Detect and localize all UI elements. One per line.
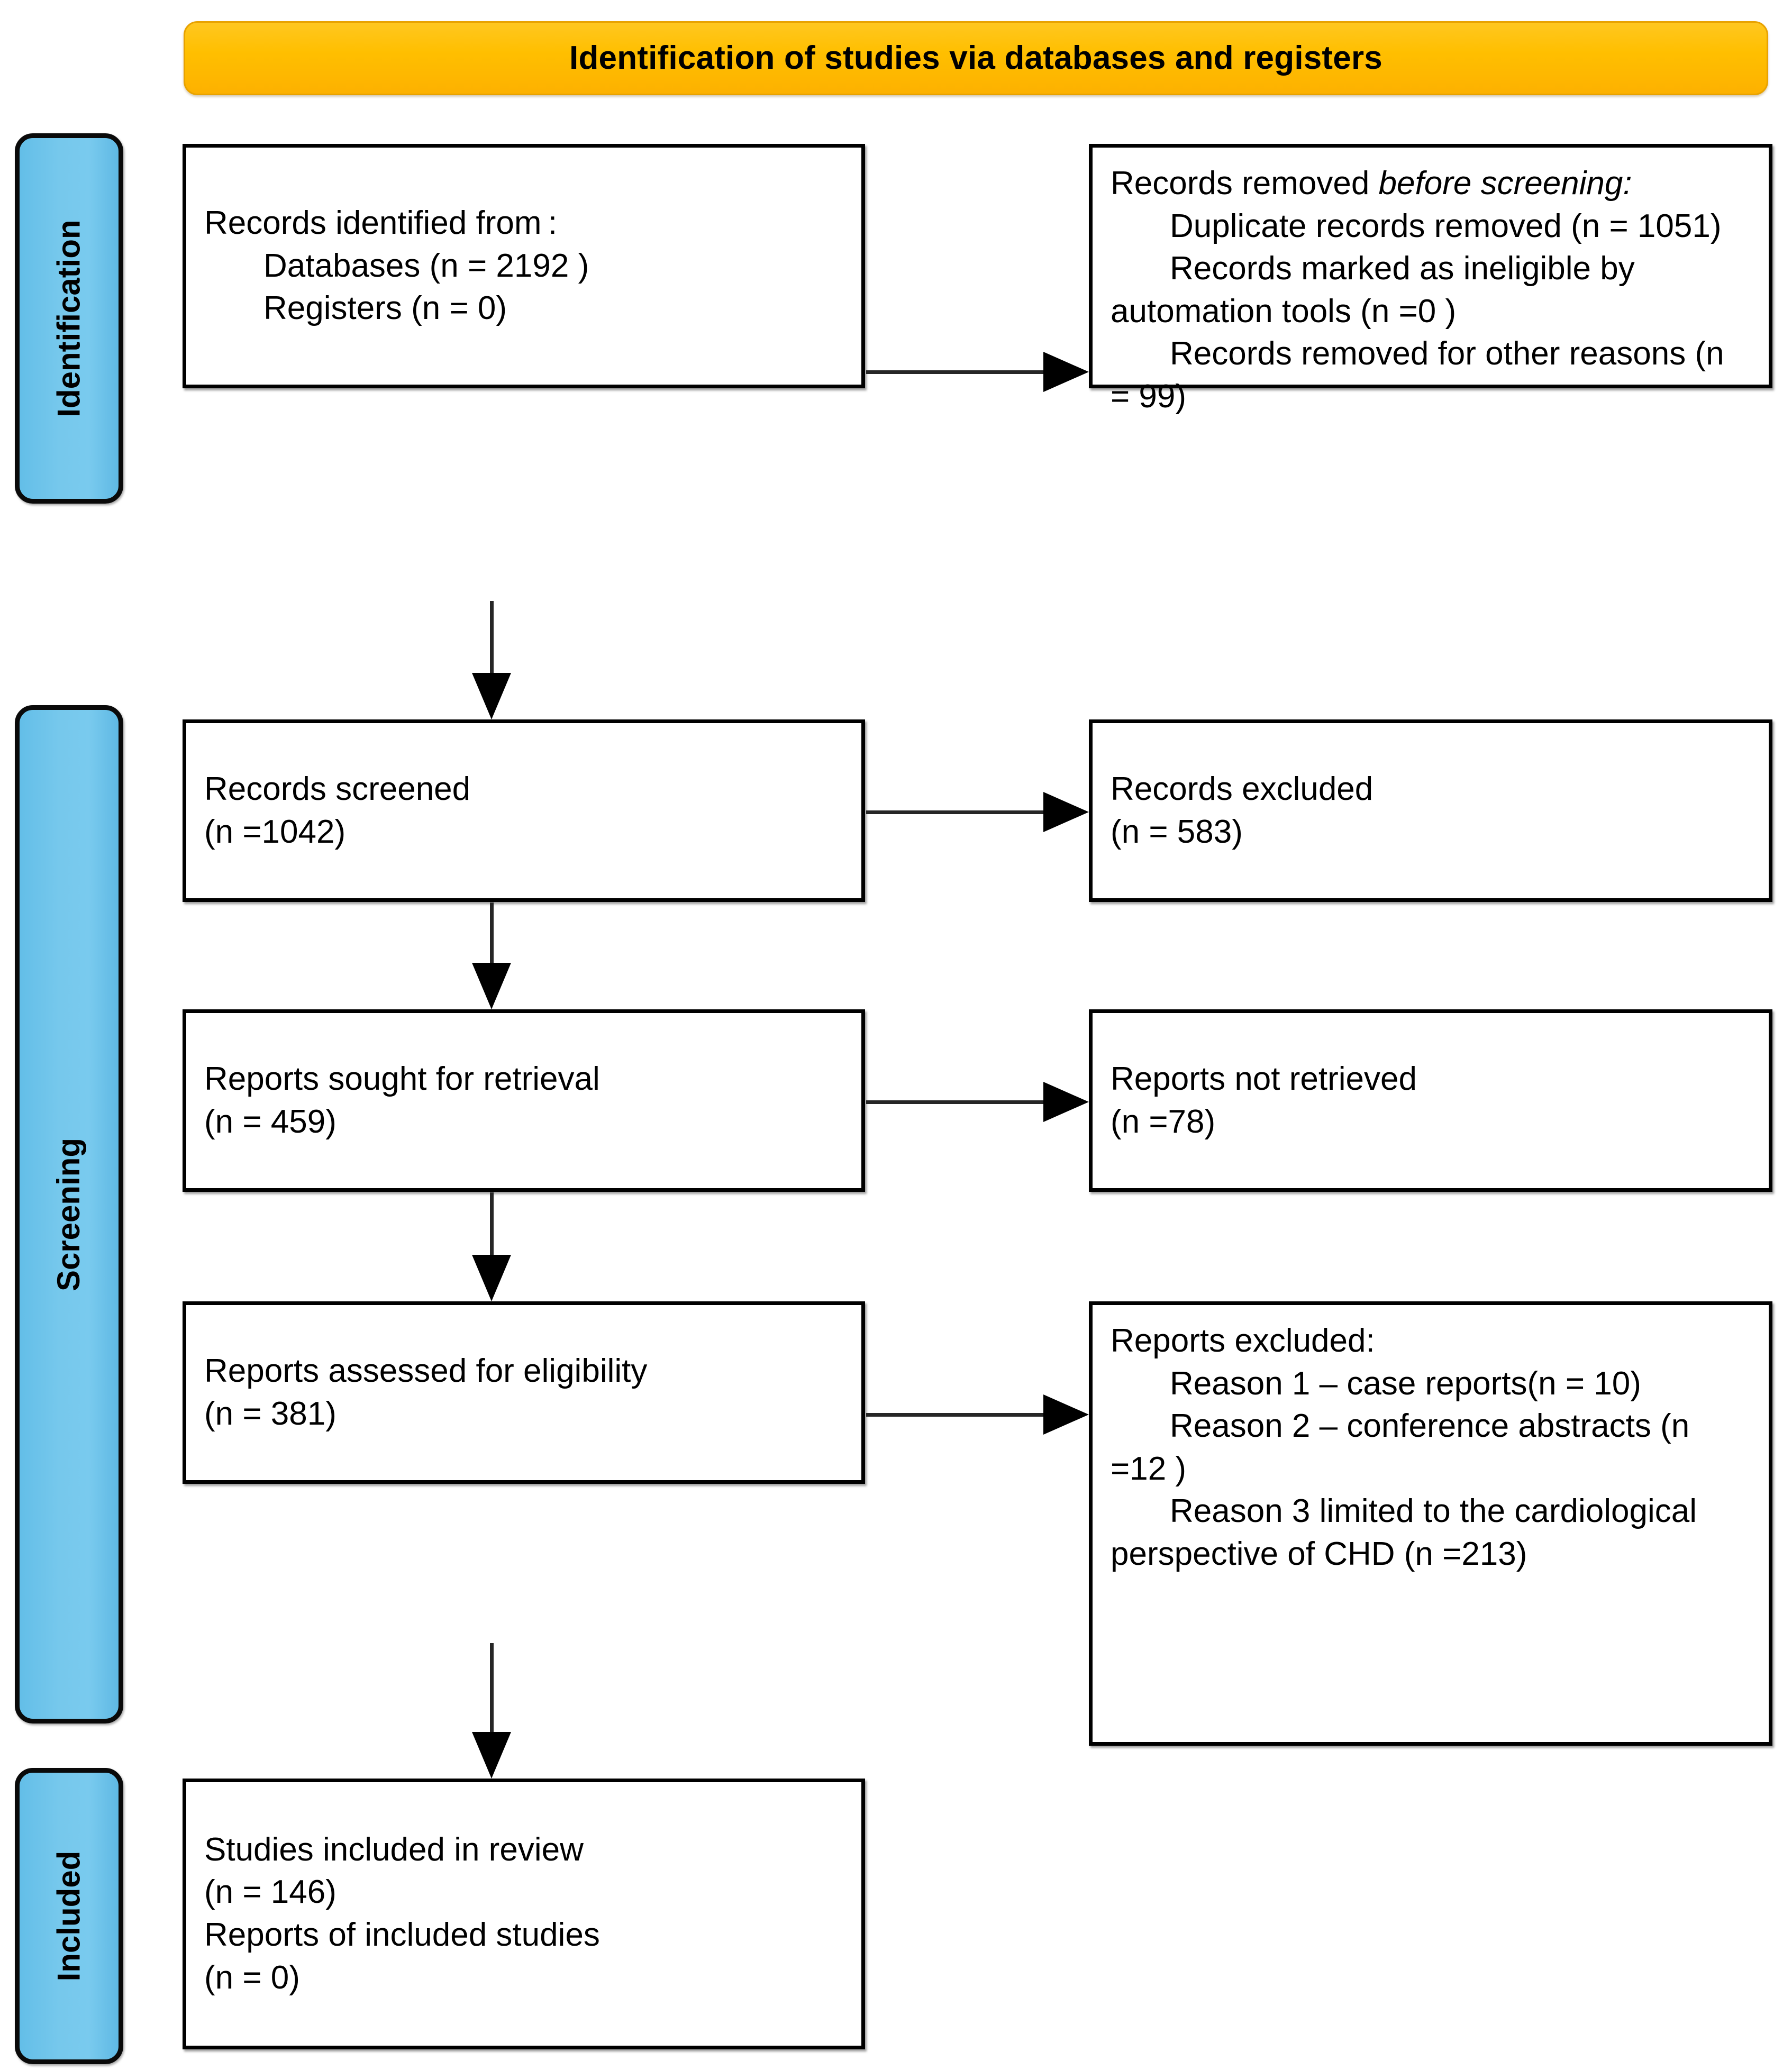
arrow-shaft bbox=[866, 810, 1043, 814]
arrow-shaft bbox=[866, 370, 1043, 374]
box-reports-sought-text: Reports sought for retrieval (n = 459) bbox=[186, 1058, 861, 1143]
arrow-head-down-icon bbox=[472, 1732, 511, 1779]
records-identified-line-1: Records identified from : bbox=[204, 205, 558, 242]
arrow-head-down-icon bbox=[472, 673, 511, 719]
records-excluded-line-2: (n = 583) bbox=[1111, 813, 1243, 850]
arrow-head-down-icon bbox=[472, 1255, 511, 1301]
box-records-excluded: Records excluded (n = 583) bbox=[1089, 719, 1772, 902]
records-removed-heading-colon: : bbox=[1623, 165, 1632, 202]
box-reports-not-retrieved-text: Reports not retrieved (n =78) bbox=[1093, 1058, 1769, 1143]
studies-included-line-4: (n = 0) bbox=[204, 1959, 300, 1996]
arrow-shaft bbox=[490, 1643, 494, 1732]
box-reports-assessed-text: Reports assessed for eligibility (n = 38… bbox=[186, 1350, 861, 1435]
reports-not-retrieved-line-1: Reports not retrieved bbox=[1111, 1060, 1417, 1097]
records-removed-item-other: Records removed for other reasons (n = 9… bbox=[1111, 333, 1751, 418]
records-screened-line-2: (n =1042) bbox=[204, 813, 346, 850]
box-records-identified-text: Records identified from : Databases (n =… bbox=[186, 202, 861, 330]
box-records-screened-text: Records screened (n =1042) bbox=[186, 768, 861, 853]
box-studies-included-text: Studies included in review (n = 146) Rep… bbox=[186, 1829, 861, 1999]
stage-label-included: Included bbox=[15, 1768, 123, 2064]
studies-included-line-3: Reports of included studies bbox=[204, 1917, 600, 1953]
stage-label-identification: Identification bbox=[15, 133, 123, 504]
box-reports-excluded-text: Reports excluded: Reason 1 – case report… bbox=[1093, 1305, 1769, 1576]
reports-excluded-reason-3: Reason 3 limited to the cardiological pe… bbox=[1111, 1490, 1751, 1575]
records-identified-line-3: Registers (n = 0) bbox=[263, 290, 507, 327]
records-identified-line-2: Databases (n = 2192 ) bbox=[263, 247, 589, 284]
box-reports-not-retrieved: Reports not retrieved (n =78) bbox=[1089, 1009, 1772, 1192]
arrow-shaft bbox=[866, 1100, 1043, 1104]
box-records-screened: Records screened (n =1042) bbox=[183, 719, 865, 902]
page-title: Identification of studies via databases … bbox=[569, 40, 1382, 76]
arrow-head-down-icon bbox=[472, 963, 511, 1009]
arrow-head-right-icon bbox=[1043, 352, 1089, 392]
records-removed-heading-a: Records removed bbox=[1111, 165, 1379, 202]
stage-label-included-text: Included bbox=[51, 1850, 87, 1982]
arrow-shaft bbox=[490, 601, 494, 673]
reports-assessed-line-2: (n = 381) bbox=[204, 1395, 336, 1432]
stage-label-identification-text: Identification bbox=[51, 220, 87, 417]
reports-excluded-reason-2: Reason 2 – conference abstracts (n =12 ) bbox=[1111, 1405, 1751, 1490]
records-removed-heading: Records removed before screening: bbox=[1111, 162, 1751, 205]
records-removed-item-duplicates: Duplicate records removed (n = 1051) bbox=[1111, 205, 1751, 248]
reports-sought-line-1: Reports sought for retrieval bbox=[204, 1060, 600, 1097]
reports-excluded-reason-1-text: Reason 1 – case reports(n = 10) bbox=[1170, 1365, 1641, 1402]
records-removed-item-other-text: Records removed for other reasons (n = 9… bbox=[1111, 335, 1724, 415]
records-removed-heading-italic: before screening bbox=[1378, 165, 1623, 202]
records-removed-item-automation-text: Records marked as ineligible by automati… bbox=[1111, 250, 1635, 330]
box-reports-excluded: Reports excluded: Reason 1 – case report… bbox=[1089, 1301, 1772, 1746]
box-reports-assessed-for-eligibility: Reports assessed for eligibility (n = 38… bbox=[183, 1301, 865, 1484]
arrow-shaft bbox=[490, 902, 494, 963]
records-removed-item-automation: Records marked as ineligible by automati… bbox=[1111, 248, 1751, 333]
box-records-removed-before-screening: Records removed before screening: Duplic… bbox=[1089, 144, 1772, 415]
arrow-head-right-icon bbox=[1043, 792, 1089, 832]
box-records-identified: Records identified from : Databases (n =… bbox=[183, 144, 865, 388]
arrow-head-right-icon bbox=[1043, 1394, 1089, 1435]
records-excluded-line-1: Records excluded bbox=[1111, 770, 1373, 807]
box-records-removed-text: Records removed before screening: Duplic… bbox=[1093, 148, 1769, 418]
arrow-shaft bbox=[866, 1413, 1043, 1417]
studies-included-line-2: (n = 146) bbox=[204, 1874, 336, 1911]
box-reports-sought-for-retrieval: Reports sought for retrieval (n = 459) bbox=[183, 1009, 865, 1192]
arrow-shaft bbox=[490, 1192, 494, 1255]
records-screened-line-1: Records screened bbox=[204, 770, 471, 807]
studies-included-line-1: Studies included in review bbox=[204, 1831, 584, 1868]
reports-excluded-reason-1: Reason 1 – case reports(n = 10) bbox=[1111, 1363, 1751, 1406]
reports-sought-line-2: (n = 459) bbox=[204, 1103, 336, 1140]
stage-label-screening-text: Screening bbox=[51, 1137, 87, 1291]
diagram-header-banner: Identification of studies via databases … bbox=[184, 21, 1768, 95]
arrow-head-right-icon bbox=[1043, 1082, 1089, 1122]
stage-label-screening: Screening bbox=[15, 705, 123, 1724]
box-studies-included-in-review: Studies included in review (n = 146) Rep… bbox=[183, 1779, 865, 2049]
records-removed-item-duplicates-text: Duplicate records removed (n = 1051) bbox=[1170, 207, 1722, 244]
reports-excluded-reason-3-text: Reason 3 limited to the cardiological pe… bbox=[1111, 1493, 1697, 1572]
reports-not-retrieved-line-2: (n =78) bbox=[1111, 1103, 1216, 1140]
reports-excluded-heading: Reports excluded: bbox=[1111, 1323, 1375, 1359]
reports-assessed-line-1: Reports assessed for eligibility bbox=[204, 1352, 648, 1389]
box-records-excluded-text: Records excluded (n = 583) bbox=[1093, 768, 1769, 853]
reports-excluded-reason-2-text: Reason 2 – conference abstracts (n =12 ) bbox=[1111, 1408, 1690, 1487]
